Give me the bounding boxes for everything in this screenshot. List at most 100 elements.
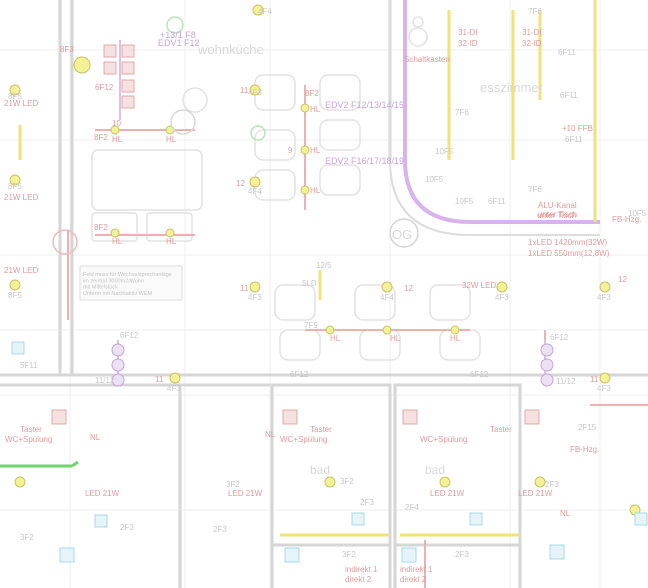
- label-7f6-c: 7F6: [528, 185, 542, 194]
- room-label-bad-right: bad: [425, 463, 445, 477]
- label-taster-2: Taster: [310, 425, 332, 434]
- label-2f3-c: 2F3: [213, 525, 227, 534]
- label-2f15: 2F15: [578, 423, 597, 432]
- labels-red: 8F3 6F12 8F2 8F2 10 HL HL HL HL HL HL HL…: [4, 28, 641, 584]
- label-4f3-c: 4F3: [495, 293, 509, 302]
- label-4f3-d: 4F3: [597, 293, 611, 302]
- label-wc-3: WC+Spülung: [420, 435, 467, 444]
- label-f11b: 11: [240, 284, 249, 293]
- label-edv1: EDV1 F12: [158, 38, 200, 48]
- label-hl-5: HL: [310, 105, 321, 114]
- switch-symbols: [51, 44, 540, 425]
- kitchen-furniture: [91, 16, 481, 361]
- label-f12-top: +13/1 F8: [160, 30, 196, 40]
- label-f8f3: 8F3: [60, 45, 74, 54]
- room-labels: wohnküche OG esszimmer bad bad: [197, 42, 544, 477]
- purple-switches: [111, 343, 554, 387]
- label-32d-r: 32-ID: [522, 39, 542, 48]
- label-unter-tisch: unter Tisch: [537, 211, 576, 220]
- label-11-12-b: 11/12: [556, 377, 576, 386]
- label-hl-3: HL: [112, 237, 123, 246]
- label-led-left2: 21W LED: [4, 193, 38, 202]
- label-schaltkasten: Schaltkasten: [404, 55, 450, 64]
- label-6f11-c: 6F11: [560, 91, 578, 100]
- label-4f3-b: 4F3: [248, 293, 262, 302]
- label-4f4-top: 4F4: [258, 7, 272, 16]
- label-edv2-lower: EDV2 F16/17/18/19: [325, 156, 404, 166]
- label-led-1420: 1xLED 1420mm(32W): [528, 238, 607, 247]
- label-nl: NL: [560, 509, 571, 518]
- label-3f3: 2F3: [545, 480, 559, 489]
- label-fb-f15: +10 FFB: [562, 124, 593, 133]
- label-31d: 31-DI: [458, 28, 478, 37]
- label-32wled: 32W LED: [462, 281, 496, 290]
- label-6f11-b: 6F11: [558, 48, 576, 57]
- label-8f5-b: 8F5: [8, 291, 22, 300]
- label-7f6-b: 7F6: [455, 108, 469, 117]
- label-3f2-c: 3F2: [20, 533, 34, 542]
- label-wc-1: WC+Spülung: [5, 435, 52, 444]
- label-6f12e: 6F12: [550, 333, 569, 342]
- label-6f12b: 6F12: [120, 331, 139, 340]
- label-f6f12: 6F12: [95, 83, 114, 92]
- label-fb-hzg2: FB-Hzg.: [570, 445, 599, 454]
- label-f8f2c: 8F2: [305, 89, 319, 98]
- label-led21-d: LED 21W: [518, 489, 553, 498]
- label-8f5-c: 8F5: [8, 92, 22, 101]
- label-hl-1: HL: [112, 135, 123, 144]
- label-6f11: 6F11: [488, 197, 506, 206]
- room-label-esszimmer: esszimmer: [480, 80, 544, 95]
- label-f8f2: 8F2: [94, 133, 108, 142]
- label-12-5: 12/5: [316, 261, 332, 270]
- label-hl-7: HL: [310, 186, 321, 195]
- label-nl-3: NL: [265, 430, 276, 439]
- label-2f3: 2F3: [360, 498, 374, 507]
- label-5f11: 5F11: [20, 361, 38, 370]
- label-7f6: 7F6: [528, 7, 542, 16]
- label-led21-b: LED 21W: [228, 489, 263, 498]
- label-taster-3: Taster: [490, 425, 512, 434]
- label-4f4-d: 4F4: [380, 293, 394, 302]
- label-hl-2: HL: [166, 135, 177, 144]
- label-10f5-d: 10F5: [628, 209, 647, 218]
- label-led-550: 1xLED 550mm(12,8W): [528, 249, 610, 258]
- label-f12: 12: [236, 179, 245, 188]
- label-10f5-b: 10F5: [455, 197, 474, 206]
- label-4f4-b: 4F4: [248, 187, 262, 196]
- label-hl-8: HL: [330, 334, 341, 343]
- label-10f5-c: 10F5: [425, 175, 444, 184]
- labels-gray: 4F4 4F3 4F4 4F3 4F4 4F4 4F3 4F3 4F3 4F3 …: [8, 7, 647, 559]
- label-led-left3: 21W LED: [4, 266, 38, 275]
- led-channels: [18, 10, 542, 537]
- label-wc-2: WC+Spülung: [280, 435, 327, 444]
- label-hl-4: HL: [166, 237, 177, 246]
- label-2f3-b: 2F3: [120, 523, 134, 532]
- room-label-og: OG: [392, 227, 412, 242]
- label-f12c: 12: [618, 275, 627, 284]
- data-outlets: [11, 341, 648, 563]
- green-marker: [0, 460, 79, 468]
- label-2f4: 2F4: [405, 503, 419, 512]
- label-6f12d: 6F12: [470, 370, 489, 379]
- label-f12b: 12: [404, 284, 413, 293]
- label-32d: 32-ID: [458, 39, 478, 48]
- label-direkt2: direkt 2: [345, 575, 372, 584]
- label-8f5: 8F5: [8, 182, 22, 191]
- label-led21-a: LED 21W: [85, 489, 120, 498]
- label-f11d: 11: [590, 375, 599, 384]
- label-nl-2: NL: [90, 433, 101, 442]
- label-f10: 10: [112, 119, 121, 128]
- label-3f2-d: 3F2: [342, 550, 356, 559]
- label-indirekt1-b: indirekt 1: [400, 565, 433, 574]
- label-hl-6: HL: [310, 146, 321, 155]
- label-31d-r: 31-DI: [522, 28, 542, 37]
- label-3f2-b: 3F2: [340, 477, 354, 486]
- label-4f3-f: 4F3: [597, 384, 611, 393]
- og-marker: [52, 16, 419, 255]
- label-indirekt1: indirekt 1: [345, 565, 378, 574]
- label-10f5: 10F5: [435, 147, 454, 156]
